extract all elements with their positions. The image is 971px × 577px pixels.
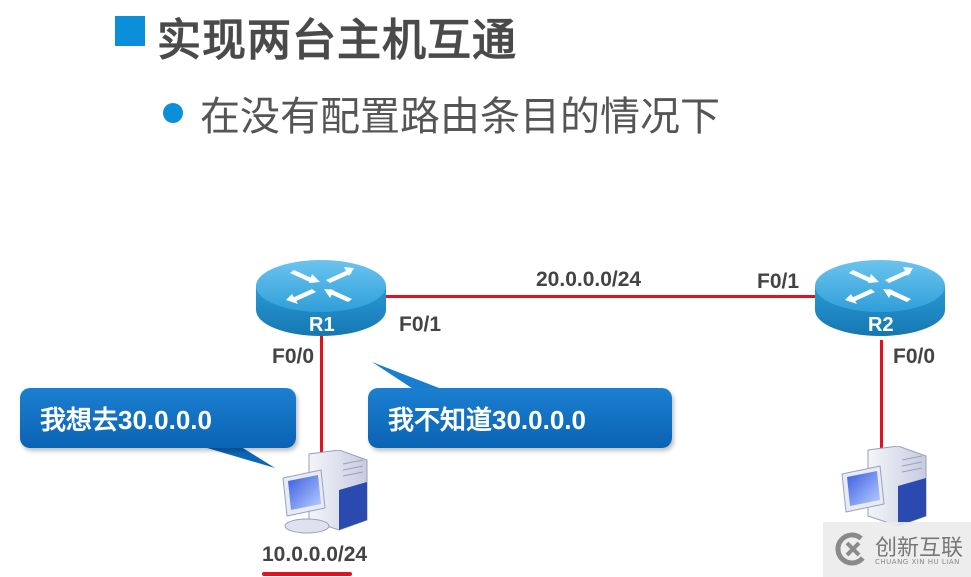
router-r1[interactable]: R1	[254, 258, 388, 338]
computer-icon	[282, 449, 368, 534]
link-pc1-bottom	[262, 572, 352, 576]
router-icon	[256, 260, 386, 336]
router-icon	[815, 260, 945, 336]
watermark-logo-icon	[835, 532, 869, 566]
link-r2-pc2	[880, 340, 883, 450]
router-r1-name: R1	[309, 314, 335, 336]
router-r2-name: R2	[868, 314, 894, 336]
link-r1-pc1	[320, 336, 323, 456]
bullet-dot-icon	[163, 103, 183, 123]
callout-r1-text: 我不知道30.0.0.0	[388, 404, 586, 435]
link-r1-r2	[386, 295, 816, 298]
r2-f01-label: F0/1	[757, 270, 800, 293]
watermark-text-cn: 创新互联	[875, 536, 964, 561]
r1-f00-label: F0/0	[272, 345, 315, 368]
slide-title: 实现两台主机互通	[157, 15, 517, 66]
watermark-text-en: CHUANG XIN HU LIAN	[875, 558, 960, 566]
callout-r1: 我不知道30.0.0.0	[368, 388, 672, 448]
network-label-10: 10.0.0.0/24	[262, 543, 368, 566]
r1-f01-label: F0/1	[399, 313, 442, 336]
computer-icon	[841, 445, 927, 527]
title-square-icon	[115, 16, 145, 46]
pc1[interactable]	[279, 449, 371, 536]
pc2[interactable]	[838, 445, 930, 532]
callout-pc1-text: 我想去30.0.0.0	[40, 404, 212, 435]
network-label-20: 20.0.0.0/24	[536, 268, 642, 291]
router-r2[interactable]: R2	[813, 258, 947, 338]
callout-pc1: 我想去30.0.0.0	[20, 388, 296, 448]
r2-f00-label: F0/0	[893, 345, 936, 368]
watermark: 创新互联 CHUANG XIN HU LIAN	[823, 522, 971, 577]
bullet-text: 在没有配置路由条目的情况下	[200, 94, 720, 140]
